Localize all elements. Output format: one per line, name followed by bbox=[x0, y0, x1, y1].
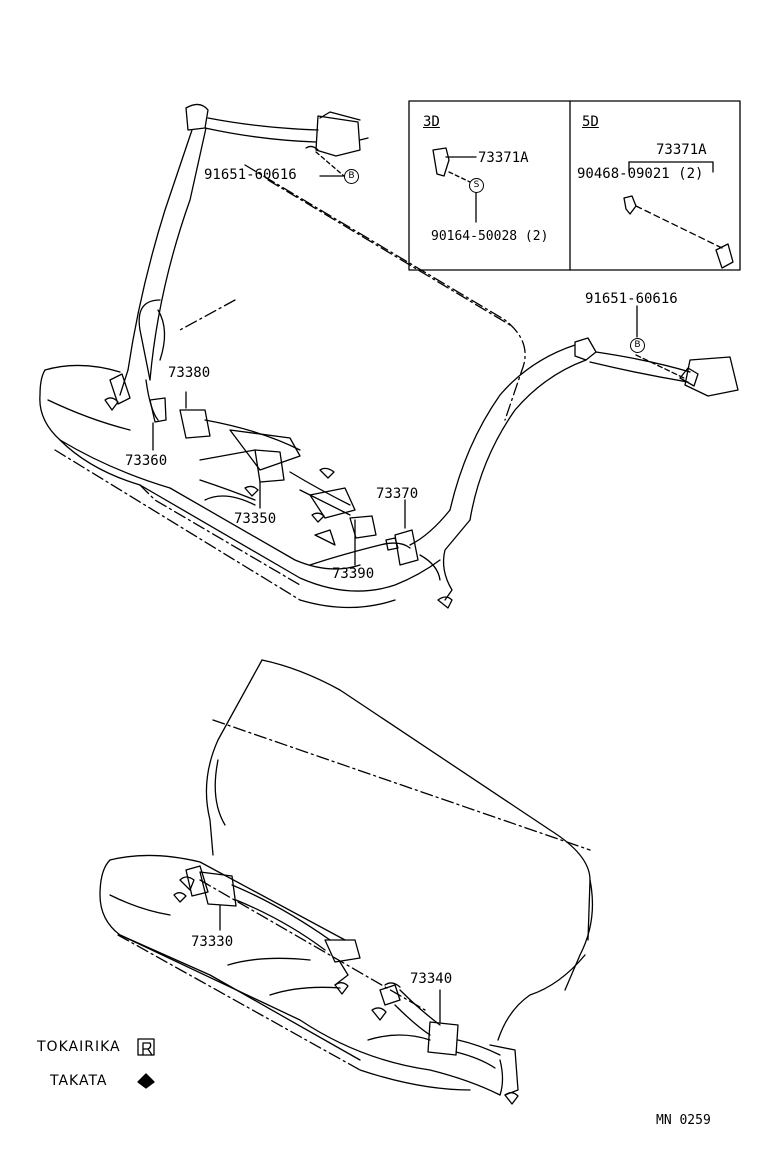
left-shoulder-belt bbox=[104, 103, 369, 423]
brand-takata: TAKATA bbox=[50, 1073, 108, 1089]
screw-5d-icon bbox=[623, 195, 637, 215]
part-73370: 73370 bbox=[376, 486, 419, 502]
part-3d-bracket: 73371A bbox=[478, 150, 529, 166]
b-symbol-right: B bbox=[630, 338, 645, 353]
leader-lines-top bbox=[152, 151, 685, 566]
variant-5d-label: 5D bbox=[582, 114, 599, 130]
variant-inset-box bbox=[408, 100, 741, 271]
right-shoulder-belt bbox=[385, 337, 739, 609]
part-bolt-top: 91651-60616 bbox=[204, 167, 297, 183]
brand-tokairika: TOKAIRIKA bbox=[37, 1039, 121, 1055]
center-buckles bbox=[179, 409, 377, 546]
lap-buckle-73340-icon bbox=[427, 1021, 459, 1056]
figure-code: MN 0259 bbox=[656, 1113, 711, 1128]
lap-buckle-73330-icon bbox=[199, 871, 237, 907]
part-73360: 73360 bbox=[125, 453, 168, 469]
part-3d-screw: 90164-50028 (2) bbox=[431, 229, 549, 244]
part-5d-screw: 90468-09021 (2) bbox=[577, 166, 704, 182]
variant-3d-label: 3D bbox=[423, 114, 440, 130]
upper-seat-outline bbox=[39, 164, 526, 609]
part-5d-bracket: 73371A bbox=[656, 142, 707, 158]
part-73340: 73340 bbox=[410, 971, 453, 987]
lower-seat-outline bbox=[99, 659, 594, 1096]
b-symbol-top: B bbox=[344, 169, 359, 184]
bracket-5d-icon bbox=[715, 243, 734, 269]
brand-marks bbox=[137, 1038, 155, 1089]
part-73380: 73380 bbox=[168, 365, 211, 381]
top-retractor-icon bbox=[315, 115, 361, 157]
right-retractor-icon bbox=[684, 356, 739, 397]
part-73350: 73350 bbox=[234, 511, 277, 527]
s-symbol: S bbox=[469, 178, 484, 193]
lower-belts bbox=[173, 865, 519, 1105]
bracket-3d-icon bbox=[432, 147, 450, 177]
part-73390: 73390 bbox=[332, 566, 375, 582]
part-bolt-right: 91651-60616 bbox=[585, 291, 678, 307]
part-73330: 73330 bbox=[191, 934, 234, 950]
